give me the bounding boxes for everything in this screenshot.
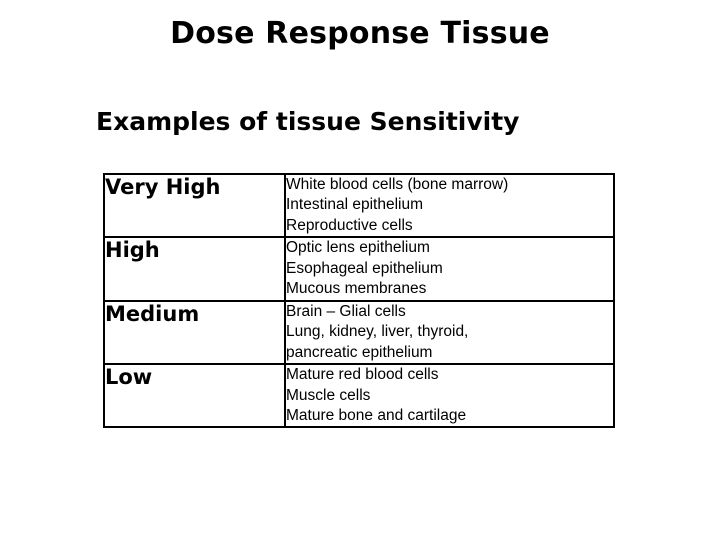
tissue-list-cell: White blood cells (bone marrow) Intestin…	[284, 172, 615, 239]
list-item: Lung, kidney, liver, thyroid,	[286, 323, 469, 341]
list-item: Intestinal epithelium	[286, 196, 423, 214]
table-row: Very High White blood cells (bone marrow…	[103, 172, 615, 239]
list-item: Esophageal epithelium	[286, 259, 443, 277]
list-item: Optic lens epithelium	[286, 239, 430, 257]
sensitivity-level-cell: Very High	[103, 172, 286, 239]
page-title: Dose Response Tissue	[170, 16, 550, 51]
list-item: pancreatic epithelium	[286, 343, 433, 361]
list-item: Mucous membranes	[286, 280, 427, 298]
tissue-list-cell: Optic lens epithelium Esophageal epithel…	[284, 236, 615, 302]
sensitivity-level-cell: High	[103, 236, 286, 302]
table-row: High Optic lens epithelium Esophageal ep…	[103, 236, 615, 302]
tissue-list-cell: Mature red blood cells Muscle cells Matu…	[284, 363, 615, 429]
sensitivity-level-cell: Low	[103, 363, 286, 429]
table-row: Medium Brain – Glial cells Lung, kidney,…	[103, 299, 615, 366]
list-item: White blood cells (bone marrow)	[286, 176, 509, 193]
tissue-list-cell: Brain – Glial cells Lung, kidney, liver,…	[284, 299, 615, 366]
list-item: Mature red blood cells	[286, 366, 439, 384]
list-item: Muscle cells	[286, 386, 371, 404]
list-item: Reproductive cells	[286, 216, 413, 234]
sensitivity-level-cell: Medium	[103, 299, 286, 366]
slide-subtitle: Examples of tissue Sensitivity	[96, 107, 520, 136]
list-item: Mature bone and cartilage	[286, 406, 467, 424]
table-row: Low Mature red blood cells Muscle cells …	[103, 363, 615, 429]
list-item: Brain – Glial cells	[286, 302, 406, 320]
tissue-sensitivity-table: Very High White blood cells (bone marrow…	[103, 172, 615, 429]
